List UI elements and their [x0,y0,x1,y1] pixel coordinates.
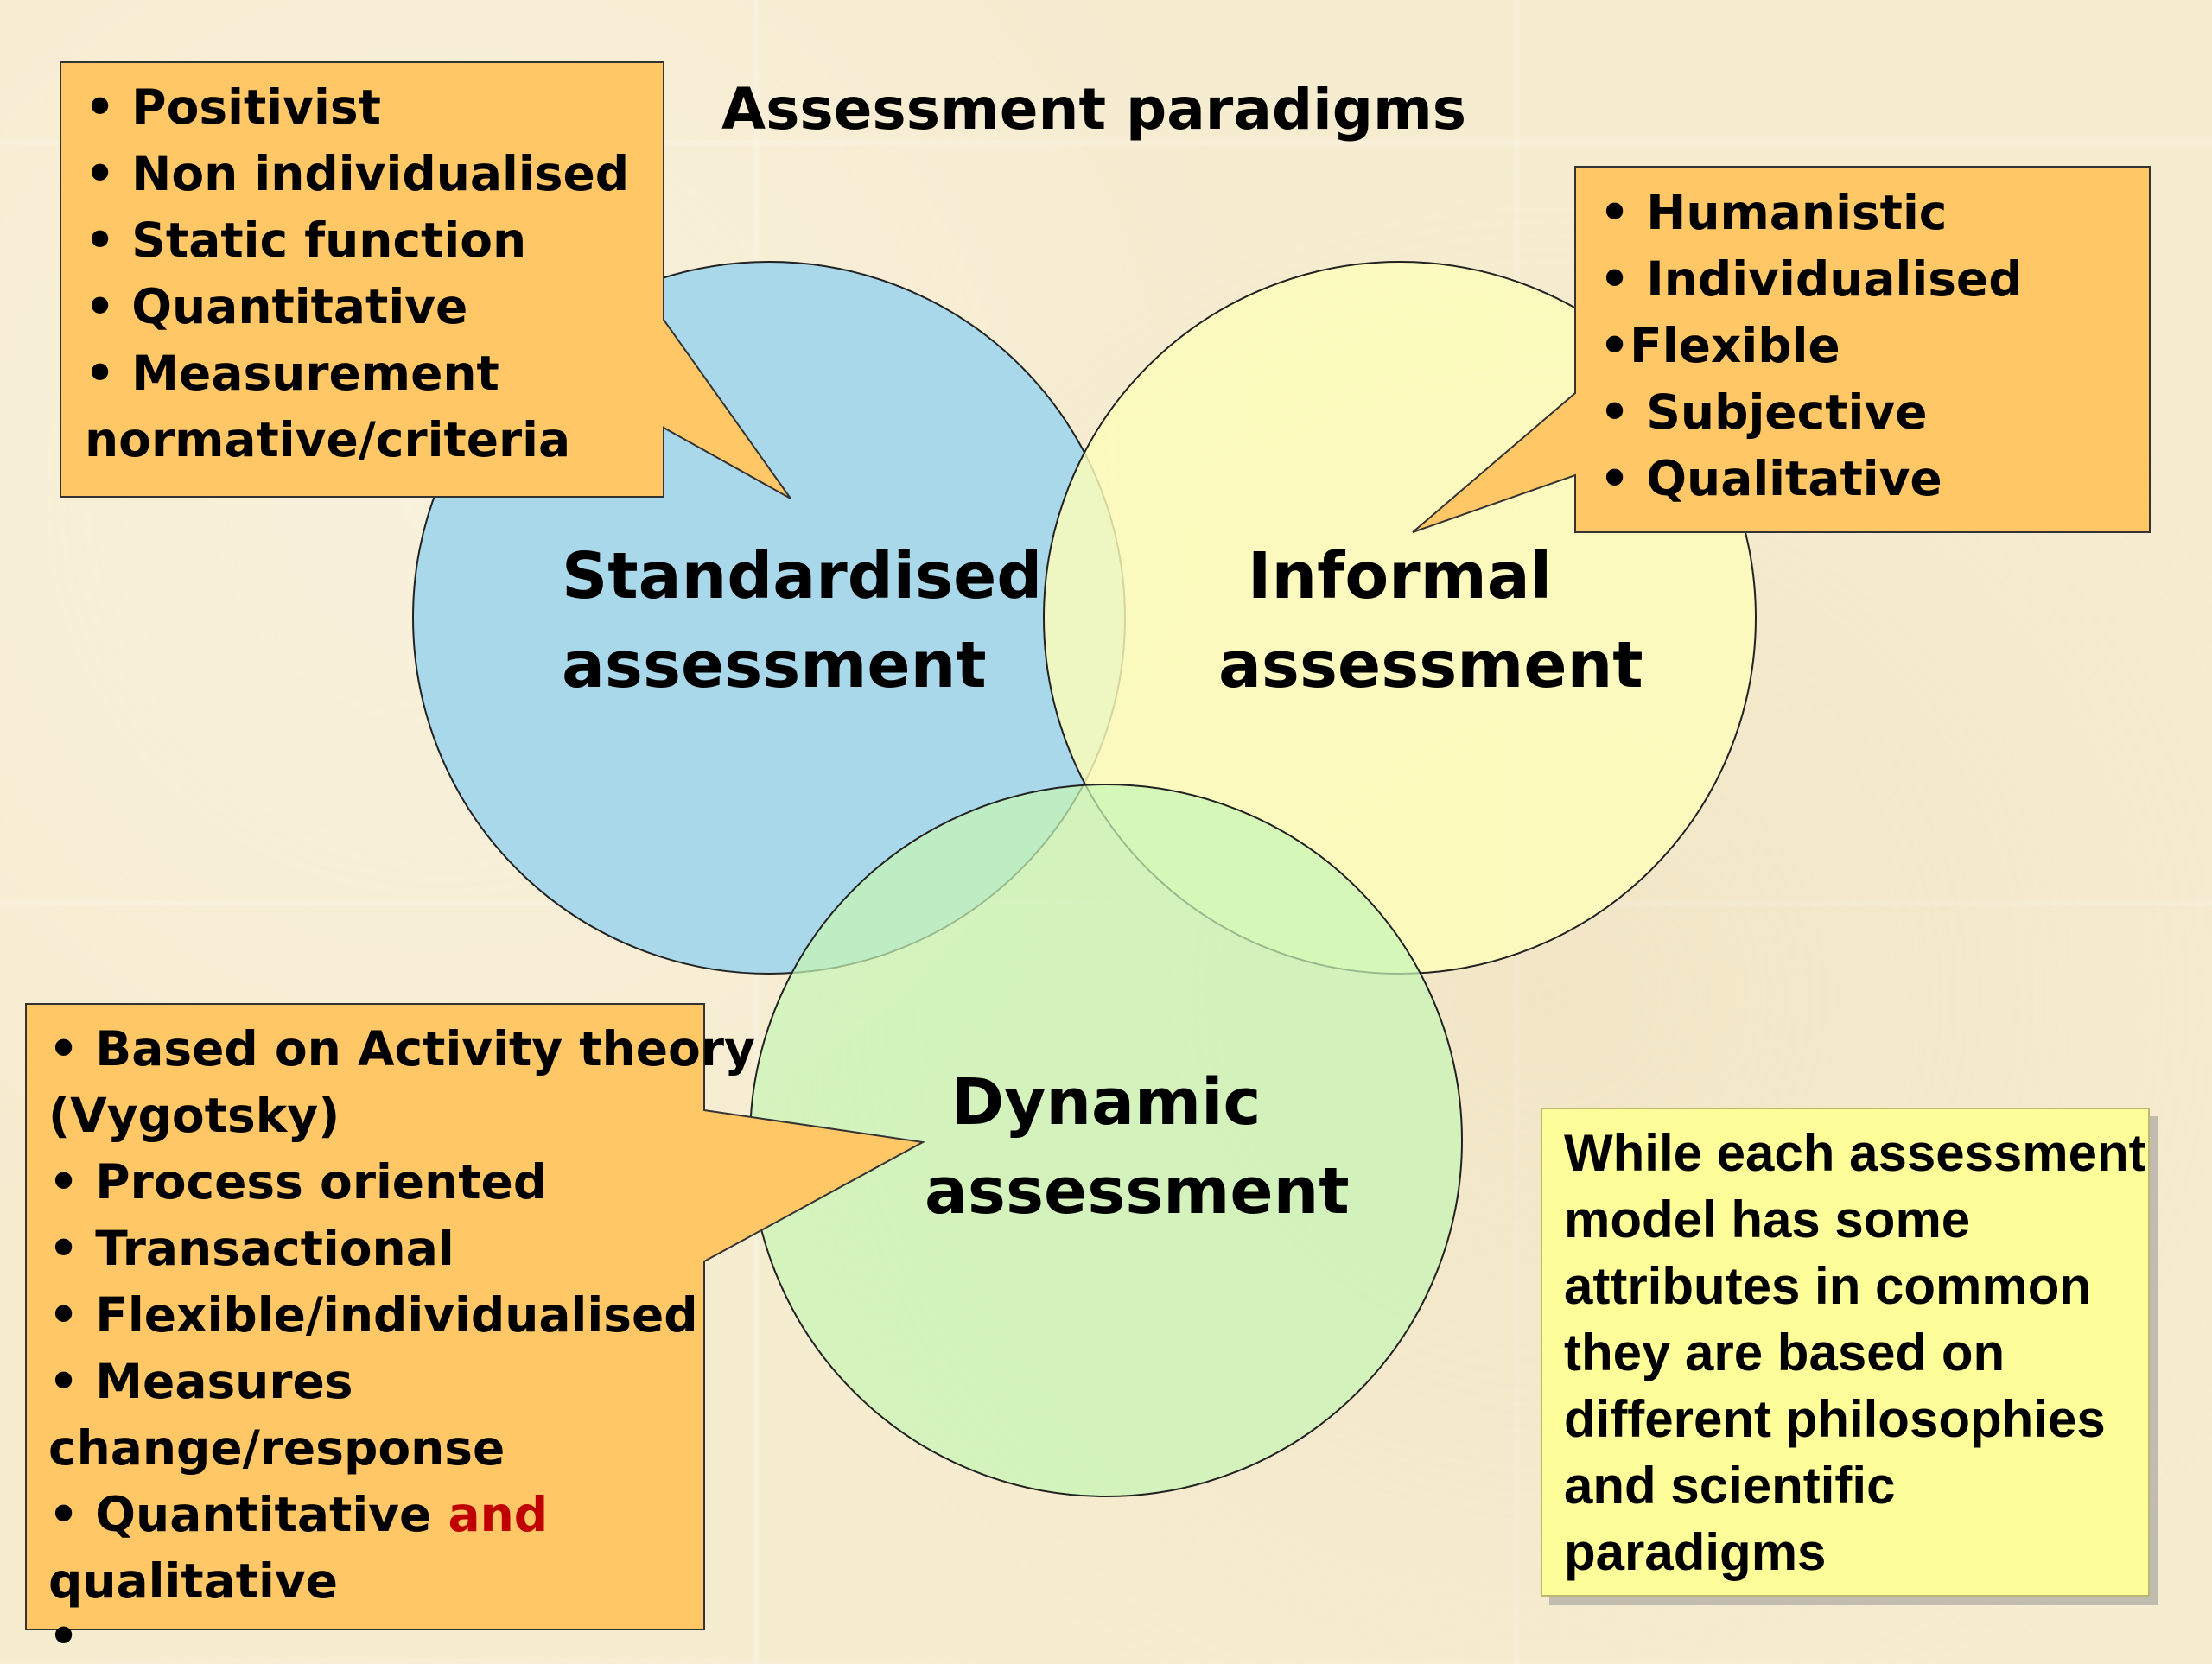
list-item: • Subjective [1599,384,1928,440]
dynamic-label: Dynamic assessment [925,1058,1350,1236]
list-item: • Process oriented [48,1154,548,1210]
list-item: • Flexible/individualised [48,1287,698,1343]
list-item: change/response [48,1420,505,1476]
list-item: • Humanistic [1599,185,1948,240]
list-item: (Vygotsky) [48,1088,340,1143]
list-item-text: • Quantitative [48,1487,448,1542]
list-item: • Measurement [85,346,499,401]
dynamic-label-line2: assessment [925,1154,1350,1229]
dynamic-callout [25,1003,926,1630]
list-item: • Quantitative and [48,1482,755,1548]
list-item: qualitative [48,1553,339,1609]
standardised-callout-text: • Positivist • Non individualised • Stat… [85,74,629,473]
standardised-label-line1: Standardised [562,539,1043,613]
standardised-label-line2: assessment [562,628,987,702]
list-item: • Quantitative [85,279,468,334]
informal-callout [1412,166,2151,533]
note-box [1541,1108,2150,1597]
highlight-word: and [448,1487,549,1542]
page-title: Assessment paradigms [721,76,1467,143]
list-item: •Flexible [1599,318,1840,373]
list-item: • Based on Activity theory [48,1021,755,1077]
trailing-bullet: • [48,1609,79,1664]
list-item: • Measures [48,1354,353,1409]
list-item: normative/criteria [85,412,571,467]
informal-label: Informal assessment [1218,532,1643,710]
list-item: • Positivist [85,79,381,135]
list-item: • Individualised [1599,251,2023,307]
informal-callout-text: • Humanistic • Individualised •Flexible … [1599,180,2023,512]
note-text: While each assessment model has some att… [1564,1124,2146,1581]
dynamic-label-line1: Dynamic [950,1065,1262,1140]
list-item: • Static function [85,213,527,268]
informal-label-line1: Informal [1247,539,1553,613]
dynamic-callout-text: • Based on Activity theory (Vygotsky) • … [48,1016,755,1664]
list-item: • Transactional [48,1221,454,1276]
standardised-callout [60,61,791,499]
list-item: • Qualitative [1599,451,1942,506]
list-item: • Non individualised [85,146,630,201]
informal-label-line2: assessment [1218,628,1643,702]
standardised-label: Standardised assessment [562,532,1043,710]
